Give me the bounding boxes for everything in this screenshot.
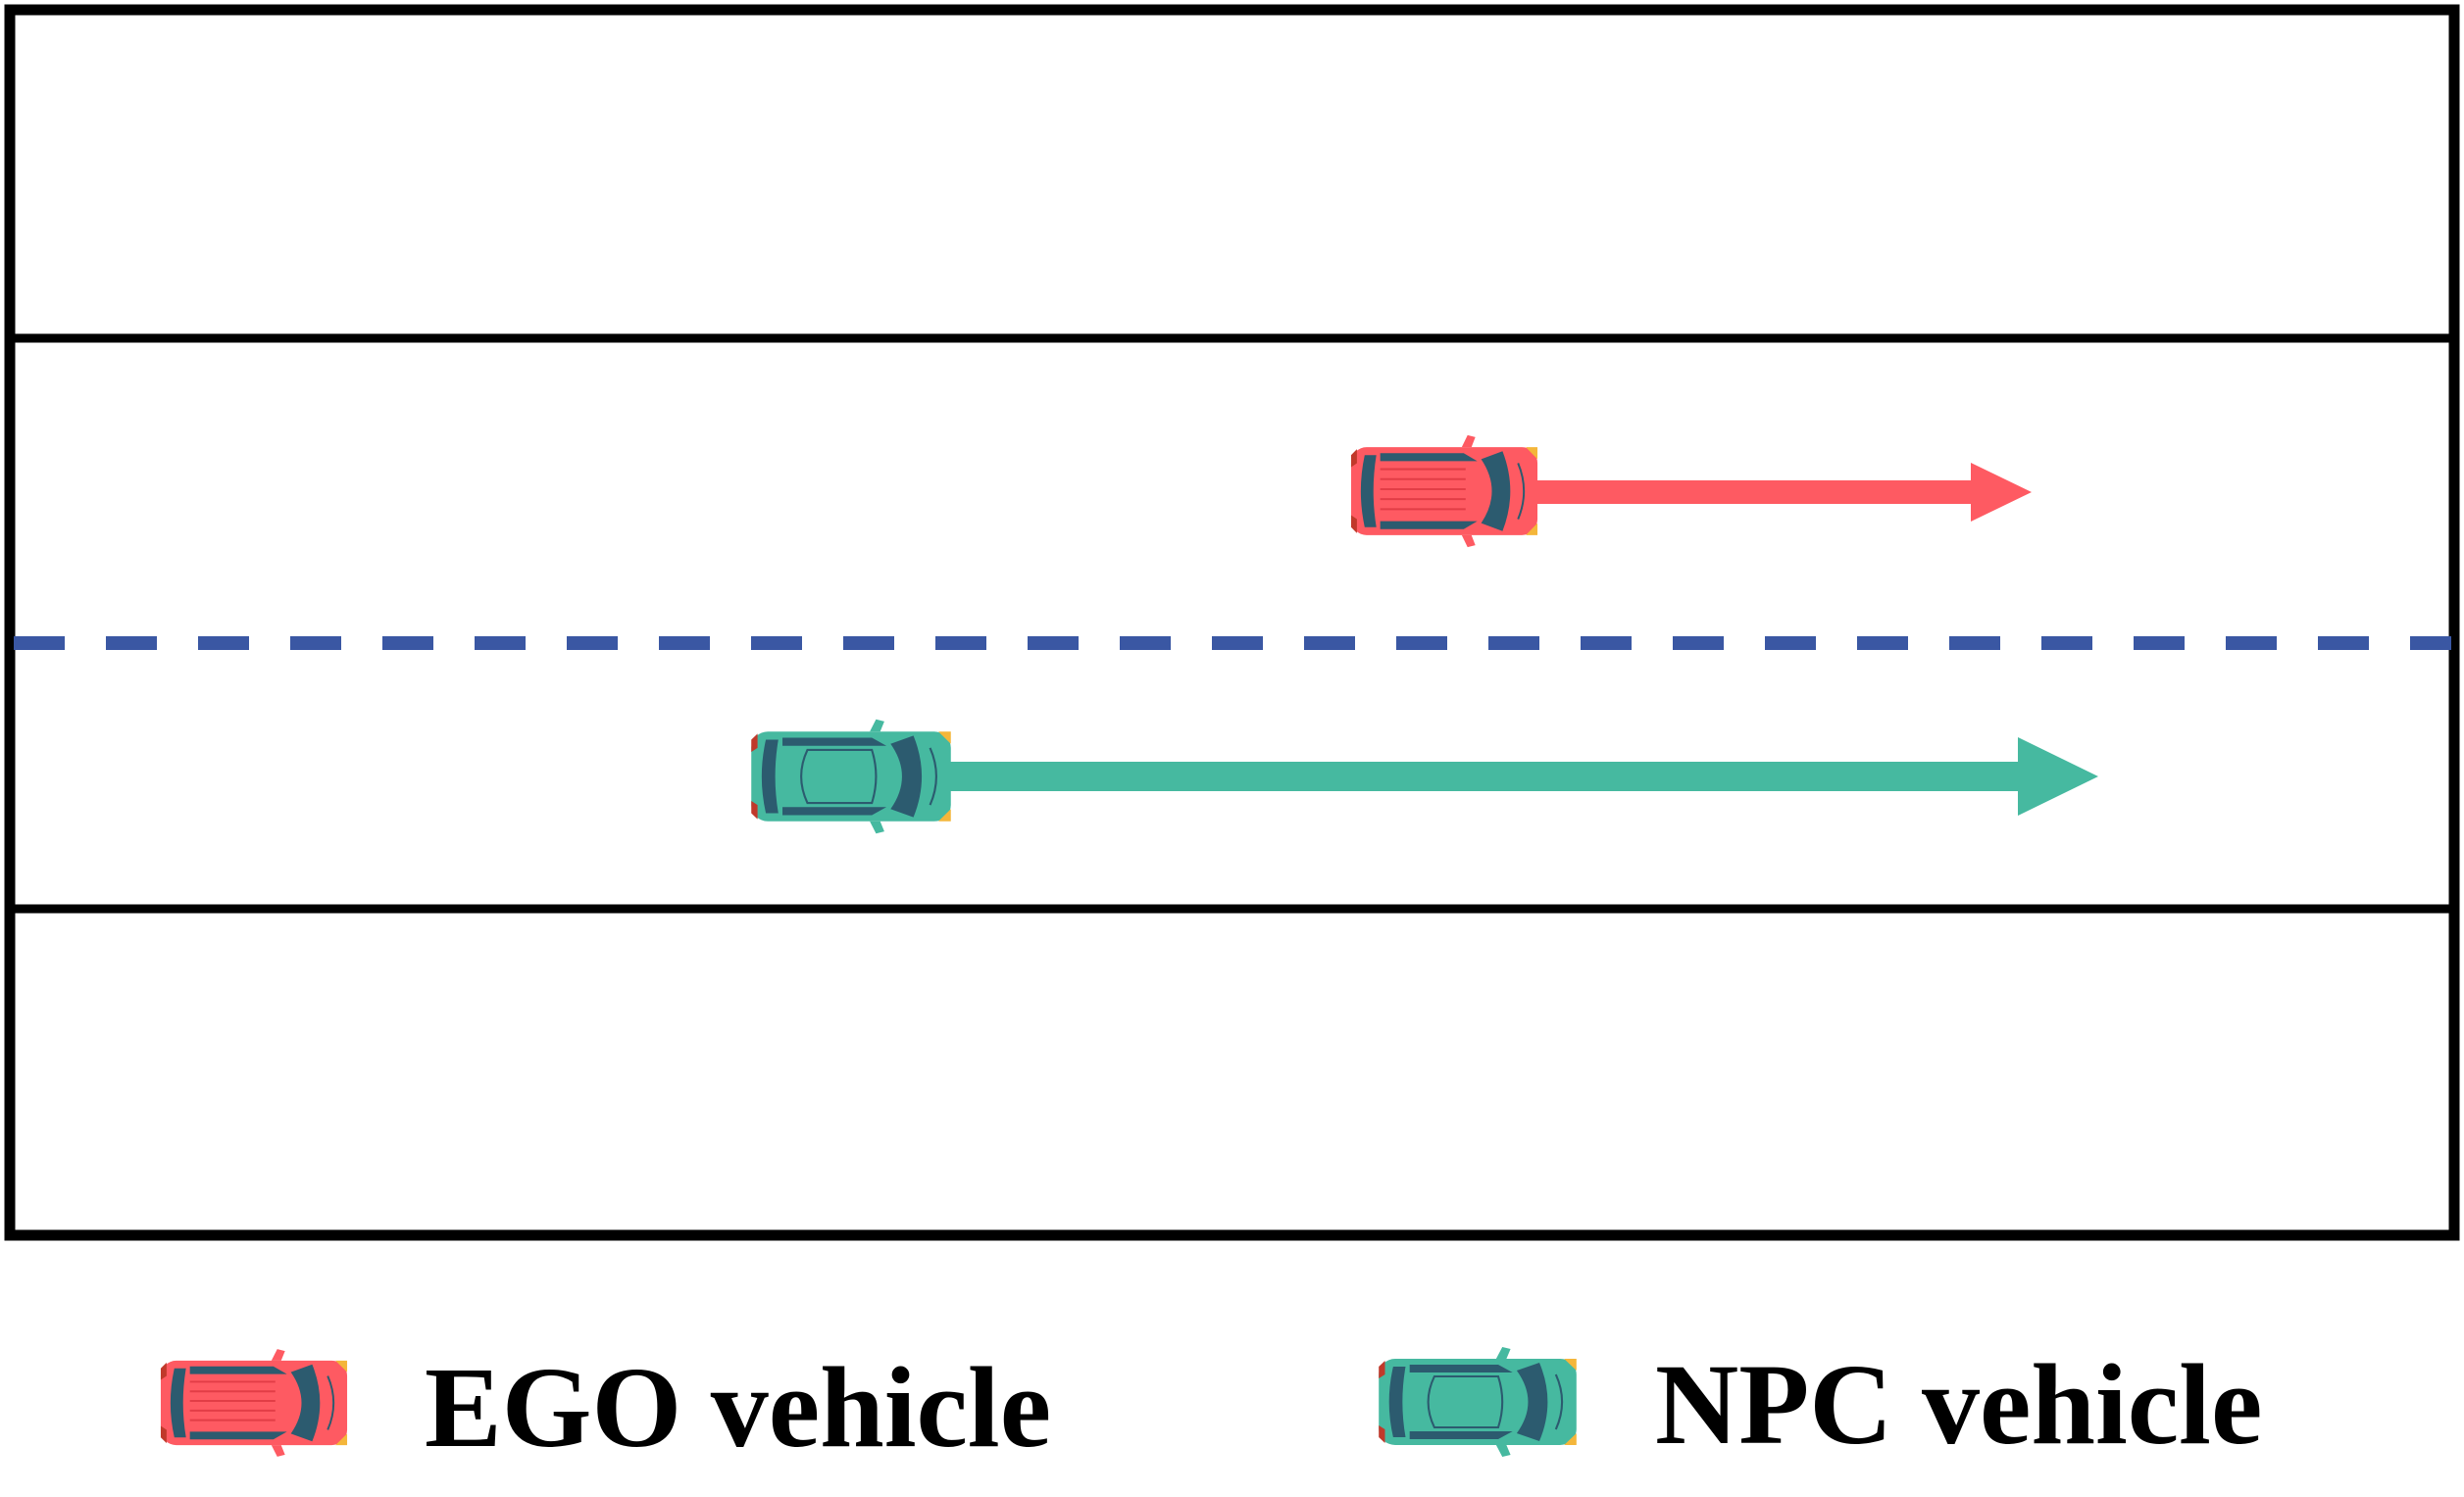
legend-red-car-icon — [159, 1348, 349, 1458]
teal-car-icon — [750, 718, 952, 835]
ego-motion-arrow-head — [1971, 463, 2032, 522]
road — [4, 4, 2460, 1241]
legend-npc-label: NPC vehicle — [1655, 1340, 2262, 1469]
legend: EGO vehicle NPC vehicle — [159, 1340, 2262, 1472]
red-car-icon — [1349, 433, 1539, 549]
legend-npc-item: NPC vehicle — [1378, 1340, 2262, 1469]
road-outer-border — [4, 4, 2460, 1241]
legend-ego-label: EGO vehicle — [425, 1343, 1051, 1472]
legend-ego-item: EGO vehicle — [159, 1343, 1051, 1472]
legend-teal-car-icon — [1378, 1345, 1578, 1459]
npc-vehicle-group — [750, 718, 2098, 835]
npc-motion-arrow-head — [2018, 737, 2098, 816]
ego-vehicle-group — [1349, 433, 2032, 549]
